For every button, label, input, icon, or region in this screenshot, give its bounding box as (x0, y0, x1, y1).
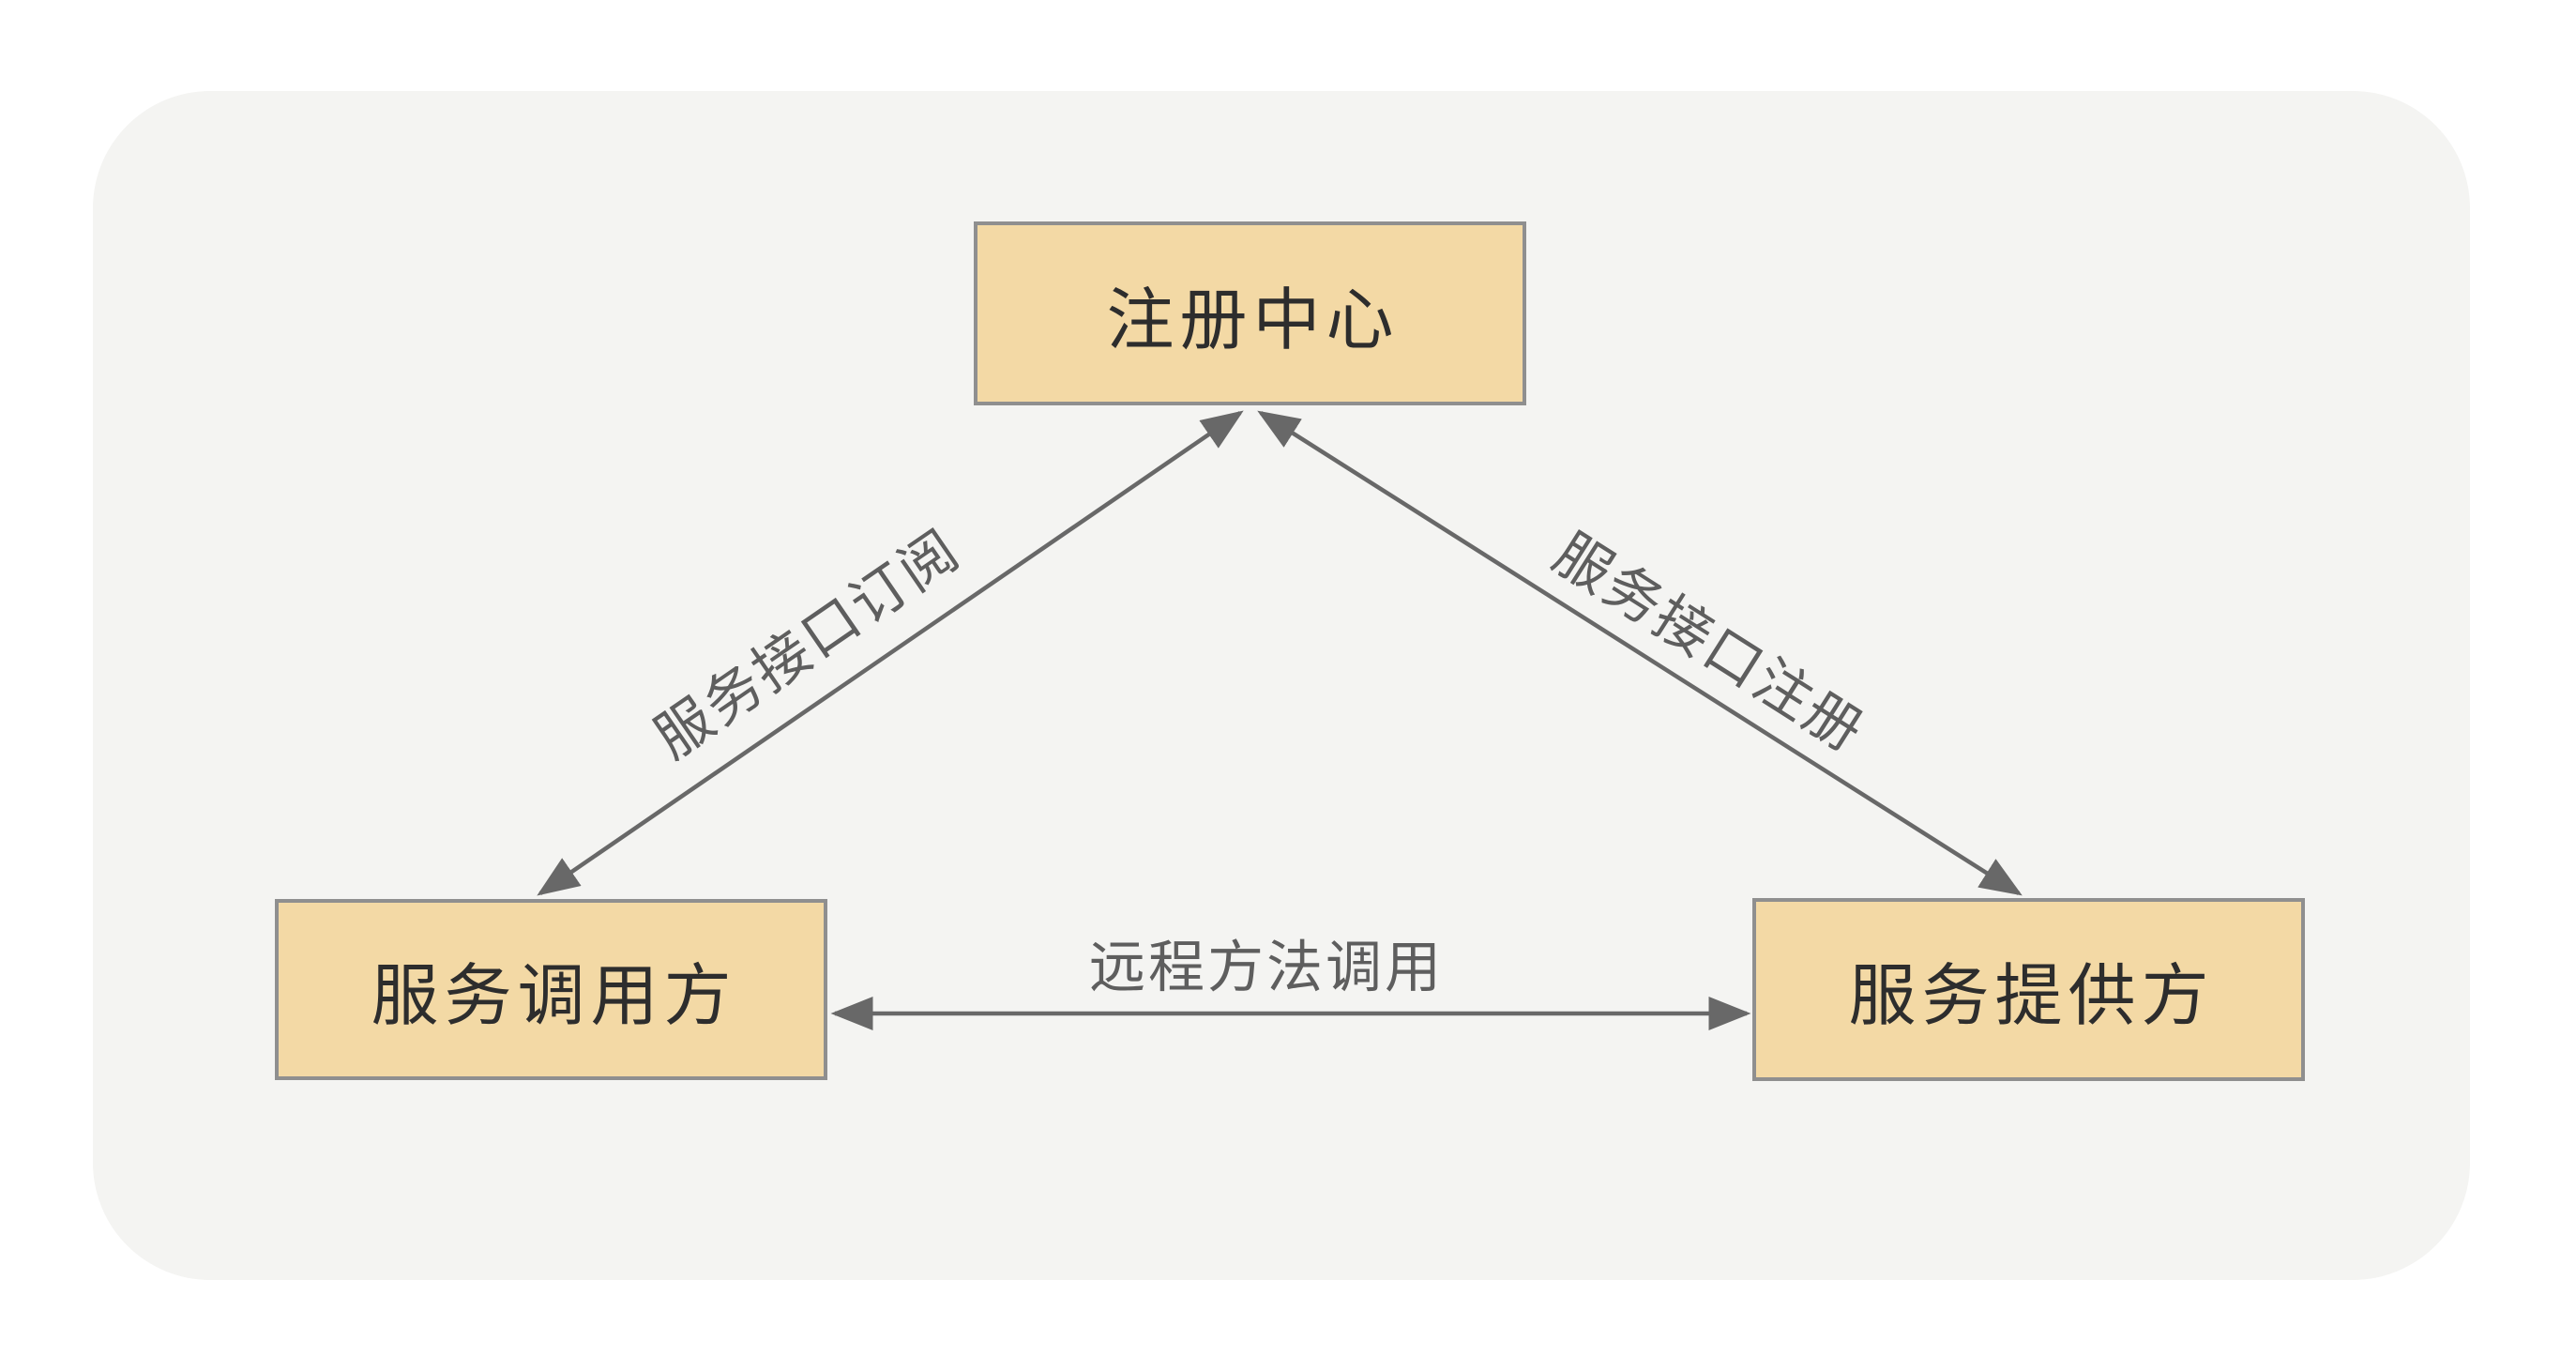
node-registry-center: 注册中心 (974, 221, 1526, 405)
node-service-provider: 服务提供方 (1752, 898, 2305, 1081)
edge-label-remote-method-call: 远程方法调用 (1089, 936, 1444, 999)
node-service-consumer: 服务调用方 (275, 899, 827, 1080)
